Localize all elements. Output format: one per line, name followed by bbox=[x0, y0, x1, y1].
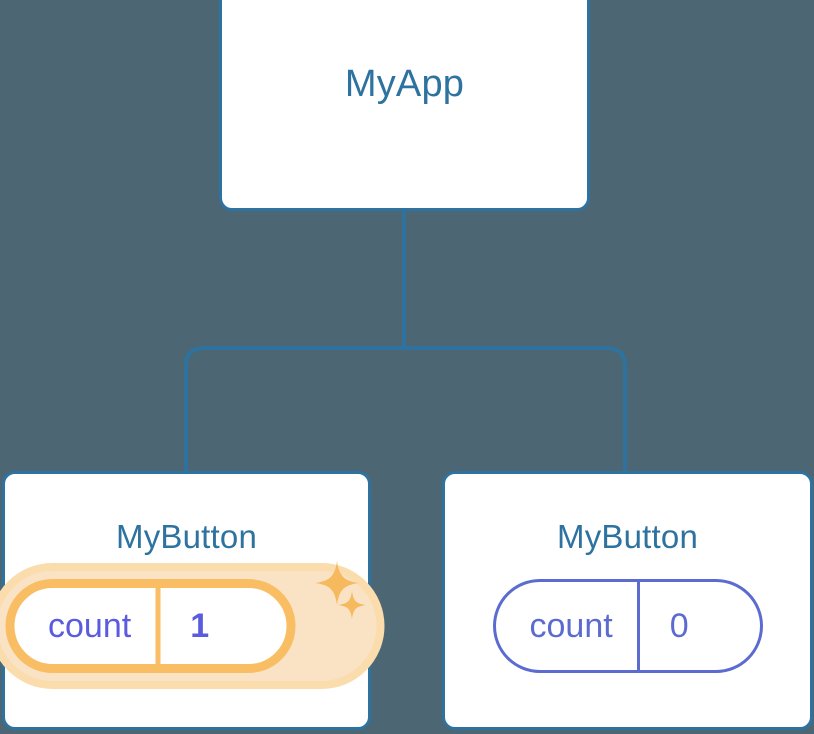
state-value-label: 0 bbox=[636, 582, 719, 670]
node-title-mybutton-idle: MyButton bbox=[557, 518, 698, 555]
node-title-root: MyApp bbox=[344, 63, 465, 105]
node-card-root[interactable]: MyApp bbox=[219, 0, 590, 211]
node-title-mybutton-active: MyButton bbox=[116, 518, 257, 555]
state-value-label: 1 bbox=[155, 588, 239, 664]
node-card-mybutton-idle[interactable]: MyButton count 0 bbox=[442, 471, 813, 730]
state-key-label: count bbox=[48, 607, 132, 645]
connector-branch-bus bbox=[184, 346, 627, 471]
node-card-mybutton-active[interactable]: MyButton count 1 bbox=[0, 471, 384, 730]
state-pill-active[interactable]: count 1 bbox=[0, 563, 384, 689]
state-key-label: count bbox=[529, 607, 613, 645]
state-pill-idle[interactable]: count 0 bbox=[492, 579, 763, 673]
